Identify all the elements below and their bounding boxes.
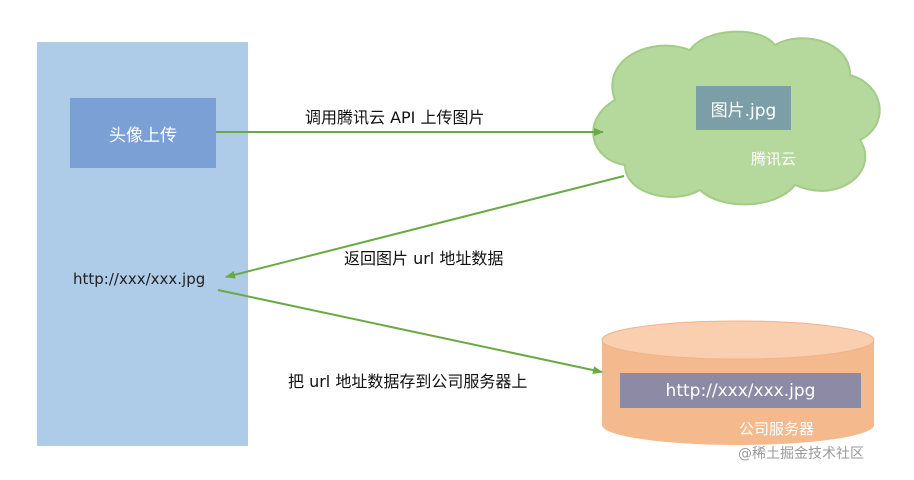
avatar-upload-label: 头像上传 — [109, 125, 177, 146]
upload-arrow-label: 调用腾讯云 API 上传图片 — [305, 108, 485, 127]
client-url-text: http://xxx/xxx.jpg — [73, 270, 206, 288]
server-url-text: http://xxx/xxx.jpg — [665, 380, 816, 401]
server-url-box: http://xxx/xxx.jpg — [620, 373, 861, 408]
company-server-label: 公司服务器 — [739, 420, 815, 438]
image-file-label: 图片.jpg — [710, 100, 777, 121]
return-arrow-label: 返回图片 url 地址数据 — [344, 249, 504, 268]
tencent-cloud-label: 腾讯云 — [751, 150, 797, 168]
image-file-box: 图片.jpg — [696, 86, 791, 130]
save-arrow — [217, 289, 603, 375]
avatar-upload-box: 头像上传 — [70, 98, 216, 168]
watermark-text: @稀土掘金技术社区 — [738, 446, 864, 462]
save-arrow-label: 把 url 地址数据存到公司服务器上 — [288, 372, 528, 391]
return-arrow — [225, 175, 625, 279]
